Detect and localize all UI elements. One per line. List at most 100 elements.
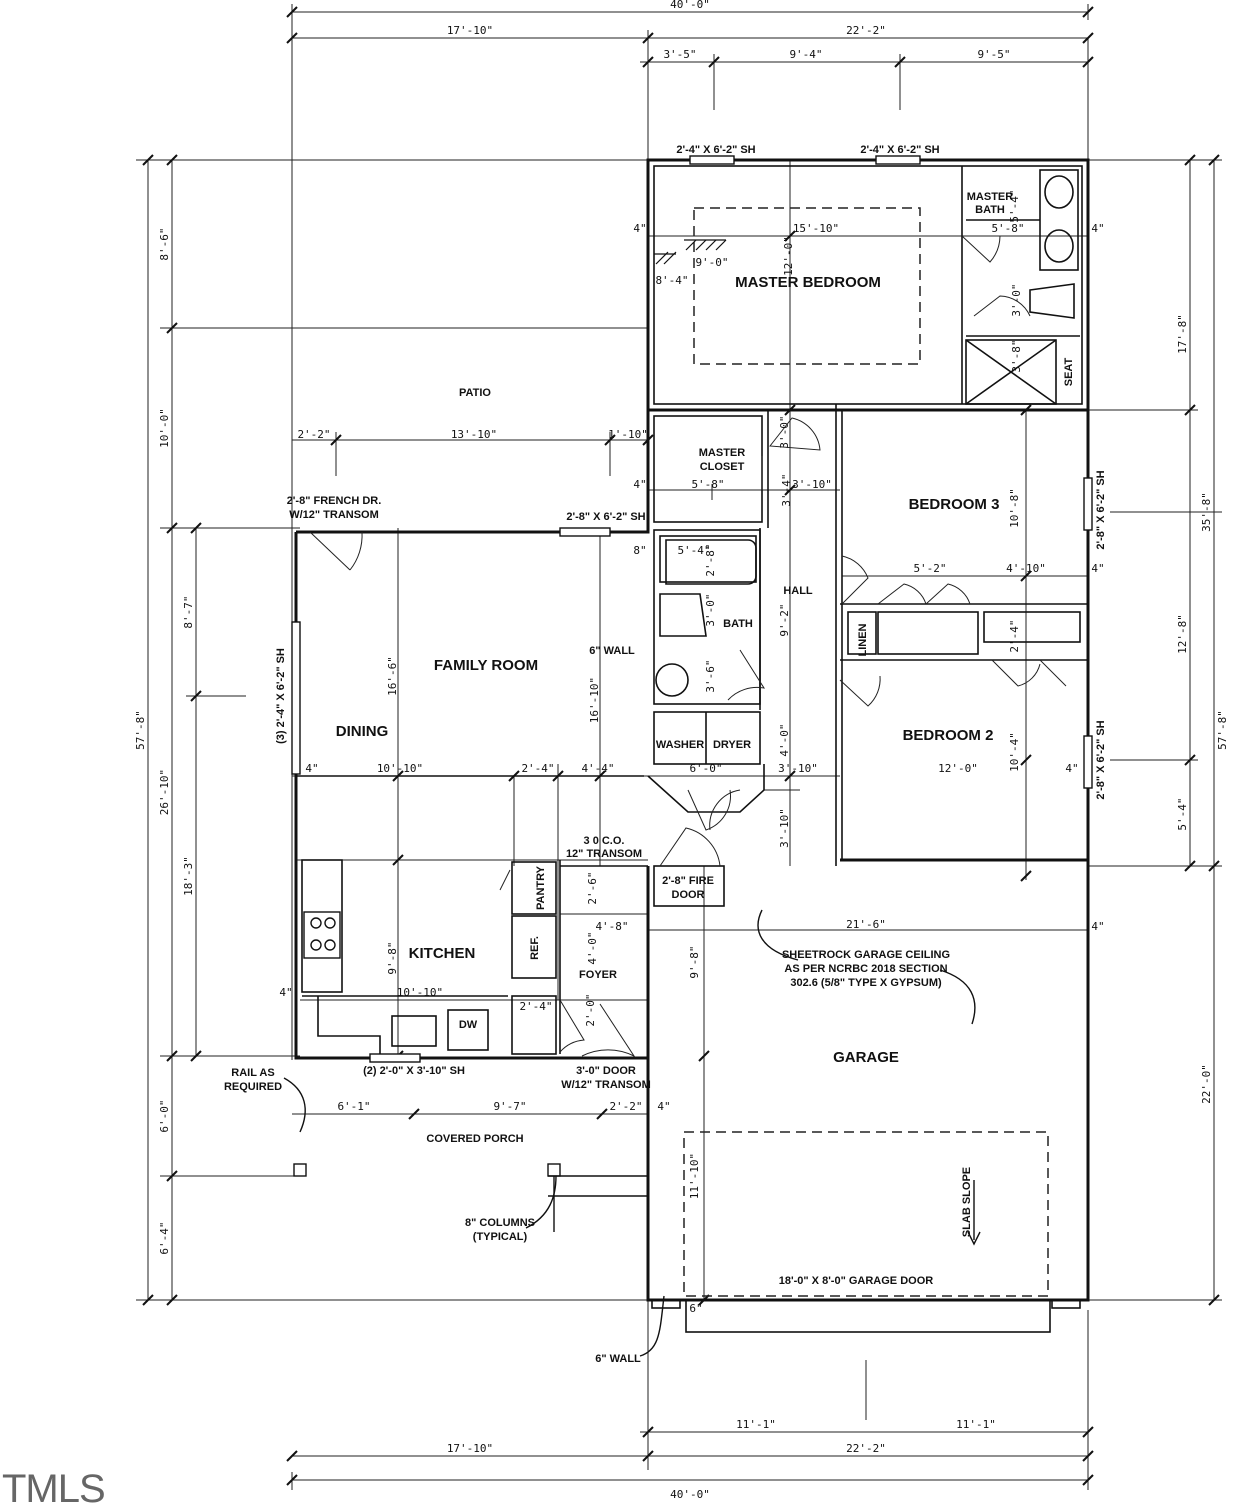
plan-text: 4" [279,986,292,999]
plan-text: (TYPICAL) [473,1231,528,1243]
label-dining: DINING [336,723,389,740]
plan-text: 21'-6" [846,918,886,931]
plan-text: 6" WALL [589,645,635,657]
plan-text: 17'-10" [447,24,493,37]
plan-text: 12" TRANSOM [566,848,642,860]
plan-text: 4" [657,1100,670,1113]
plan-text: 6'-0" [689,762,722,775]
plan-text: 10'-10" [377,762,423,775]
plan-text: 40'-0" [670,1488,710,1501]
plan-text: 2'-8" X 6'-2" SH [1095,470,1107,549]
plan-text: 2'-0" [584,993,597,1026]
plan-text: 22'-0" [1200,1064,1213,1104]
plan-text: AS PER NCRBC 2018 SECTION [784,963,947,975]
plan-text: 57'-8" [134,710,147,750]
plan-text: 2'-8" X 6'-2" SH [1095,720,1107,799]
label-linen: LINEN [857,623,869,656]
plan-text: 8" COLUMNS [465,1217,535,1229]
plan-text: 2'-8" [704,543,717,576]
label-master-bath-1: MASTER [967,191,1014,203]
plan-text: 5'-8" [691,478,724,491]
watermark: TMLS [2,1467,105,1506]
plan-text: 4'-4" [581,762,614,775]
plan-text: 4" [633,478,646,491]
plan-text: 2'-4" [1008,619,1021,652]
plan-text: 2'-4" X 6'-2" SH [676,144,755,156]
plan-text: W/12" TRANSOM [289,509,379,521]
label-master-bedroom: MASTER BEDROOM [735,274,881,291]
windows [291,155,1093,1063]
plan-text: 9'-5" [977,48,1010,61]
plan-text: 26'-10" [158,769,171,815]
plan-text: 17'-8" [1176,314,1189,354]
plan-text: 4" [1091,562,1104,575]
plan-text: 4" [1091,920,1104,933]
plan-text: 4" [1065,762,1078,775]
plan-text: 3'-10" [778,762,818,775]
label-covered-porch: COVERED PORCH [426,1133,523,1145]
plan-text: 10'-4" [1008,732,1021,772]
plan-text: 2'-6" [586,871,599,904]
plan-text: 12'-0" [938,762,978,775]
room-labels: MASTER BEDROOM MASTER BATH MASTER CLOSET… [336,191,1075,1145]
plan-text: 2'-4" X 6'-2" SH [860,144,939,156]
plan-text: (2) 2'-0" X 3'-10" SH [363,1065,465,1077]
plan-text: 3'-8" [1010,339,1023,372]
plan-text: 9'-4" [789,48,822,61]
plan-text: 35'-8" [1200,492,1213,532]
plan-text: 6'-1" [337,1100,370,1113]
plan-text: 22'-2" [846,1442,886,1455]
label-seat: SEAT [1063,357,1075,386]
stove-icon [303,911,341,959]
plan-text: 11'-1" [956,1418,996,1431]
label-foyer: FOYER [579,969,617,981]
dashed-outlines [683,207,1049,1297]
plan-text: 4'-0" [778,723,791,756]
plan-text: 9'-0" [695,256,728,269]
plan-text: 6" WALL [595,1353,641,1365]
plan-text: 9'-8" [386,941,399,974]
plan-text: 16'-6" [386,656,399,696]
plan-text: 5'-4" [677,544,710,557]
plan-text: 302.6 (5/8" TYPE X GYPSUM) [790,977,942,989]
plan-text: 13'-10" [451,428,497,441]
notes: 2'-8" FRENCH DR. W/12" TRANSOM 2'-8" FIR… [224,144,1107,1365]
label-bedroom-3: BEDROOM 3 [909,496,1000,513]
plan-text: 57'-8" [1216,710,1229,750]
plan-text: 9'-8" [688,945,701,978]
label-patio: PATIO [459,387,491,399]
plan-text: 8'-7" [182,595,195,628]
dimension-ticks [142,6,1220,1486]
plan-text: 18'-3" [182,856,195,896]
plan-text: 2'-2" [297,428,330,441]
plan-text: 4" [305,762,318,775]
label-bedroom-2: BEDROOM 2 [903,727,994,744]
plan-text: 4'-0" [586,931,599,964]
label-washer: WASHER [656,739,704,751]
label-pantry: PANTRY [535,865,547,910]
plan-text: 16'-10" [588,677,601,723]
plan-text: 9'-7" [493,1100,526,1113]
plan-text: 6" [689,1302,702,1315]
label-dw: DW [459,1019,478,1031]
plan-text: 8" [633,544,646,557]
plan-text: 4'-10" [1006,562,1046,575]
plan-text: 3'-0" [778,415,791,448]
plan-text: 17'-10" [447,1442,493,1455]
plan-text: 9'-2" [778,603,791,636]
plan-text: 12'-0" [782,236,795,276]
plan-text: 22'-2" [846,24,886,37]
plan-text: 5'-4" [1176,797,1189,830]
plan-text: W/12" TRANSOM [561,1079,651,1091]
plan-text: 5'-8" [991,222,1024,235]
plan-text: 6'-4" [158,1221,171,1254]
plan-text: 4'-8" [595,920,628,933]
plan-text: (3) 2'-4" X 6'-2" SH [275,648,287,744]
plan-text: 40'-0" [670,0,710,11]
plan-text: 15'-10" [793,222,839,235]
label-hall: HALL [783,585,813,597]
dimension-labels: 40'-0" 17'-10" 22'-2" 3'-5" 9'-4" 9'-5" … [134,0,1229,1501]
plan-text: 10'-10" [397,986,443,999]
plan-text: 2'-4" [521,762,554,775]
plan-text: 2'-2" [609,1100,642,1113]
